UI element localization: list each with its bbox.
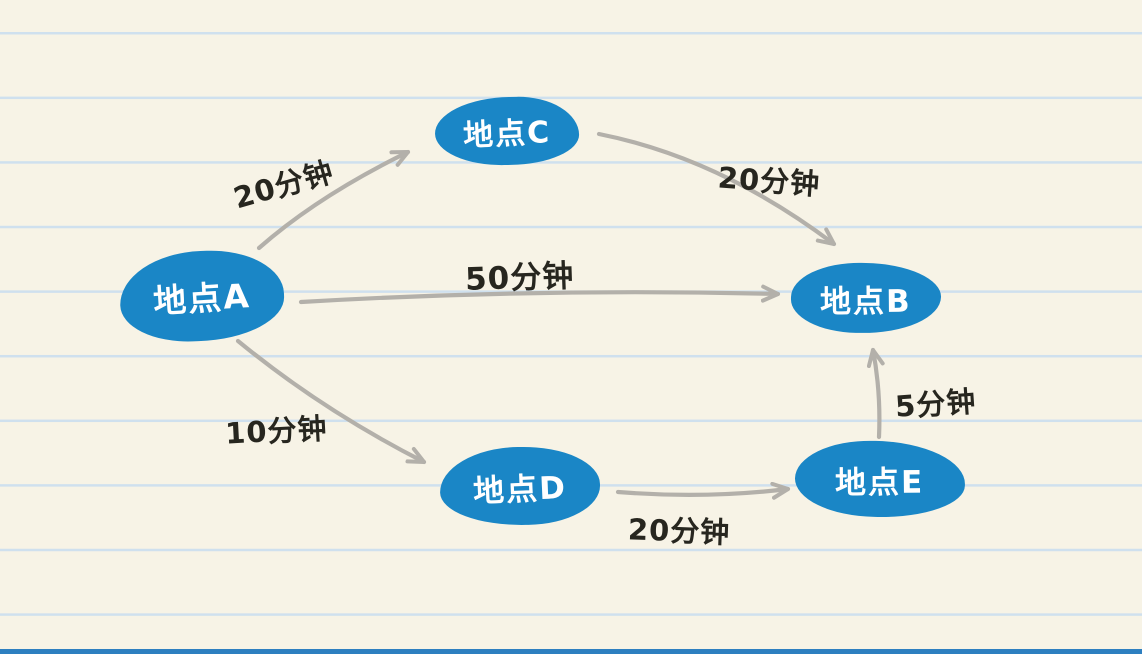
edge-label-d-e: 20分钟 (627, 512, 731, 550)
node-label-d: 地点D (472, 469, 568, 510)
edge-label-e-b: 5分钟 (894, 384, 978, 424)
edge-a-c (256, 149, 411, 251)
edge-d-e (615, 481, 791, 500)
edge-label-a-b: 50分钟 (464, 258, 575, 298)
edge-a-d (235, 338, 427, 465)
node-label-a: 地点A (152, 276, 253, 321)
node-label-b: 地点B (820, 283, 912, 320)
bottom-margin-line (0, 649, 1142, 654)
edge-a-b (298, 284, 781, 305)
node-label-c: 地点C (462, 115, 552, 154)
edge-label-c-b: 20分钟 (716, 160, 822, 202)
edge-e-b (866, 347, 885, 440)
edge-c-b (596, 131, 837, 247)
node-label-e: 地点E (835, 464, 925, 501)
edge-label-a-d: 10分钟 (224, 411, 329, 451)
